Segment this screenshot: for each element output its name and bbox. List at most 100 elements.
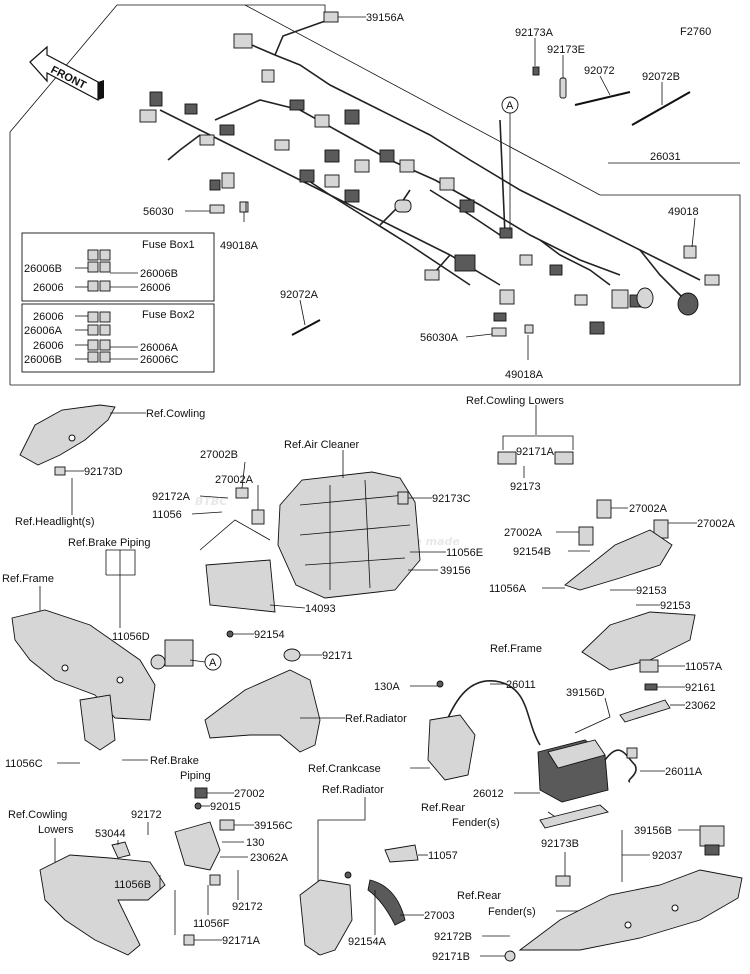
top-panel-border <box>9 4 326 385</box>
label-ref-brake-piping-mid2: Piping <box>180 770 211 782</box>
label-11056e: 11056E <box>446 547 483 559</box>
part-56030 <box>209 204 225 214</box>
label-ref-frame-left: Ref.Frame <box>2 573 54 585</box>
label-39156d: 39156D <box>566 687 605 699</box>
label-27003: 27003 <box>424 910 455 922</box>
label-92173: 92173 <box>510 481 541 493</box>
part-27002b <box>235 487 249 499</box>
front-arrow: FRONT <box>29 45 104 101</box>
label-39156c: 39156C <box>254 820 293 832</box>
label-11057a: 11057A <box>685 661 723 673</box>
part-23062 <box>619 699 671 723</box>
part-92171a-top-a <box>497 451 517 465</box>
label-ref-cowling: Ref.Cowling <box>146 408 205 420</box>
label-27002a-b: 27002A <box>629 503 668 515</box>
fuse-box1-title: Fuse Box1 <box>142 239 195 251</box>
label-92173d: 92173D <box>84 466 123 478</box>
label-11056b: 11056B <box>114 879 151 891</box>
fuse-box2-left-2: 26006 <box>33 340 64 352</box>
fuse-box2-left-3: 26006B <box>24 354 62 366</box>
callout-a-top-text: A <box>506 100 514 112</box>
label-92072: 92072 <box>584 65 615 77</box>
label-49018: 49018 <box>668 206 699 218</box>
ref-frame-left-shape <box>11 609 156 721</box>
ref-cowling-shape <box>19 404 116 466</box>
label-11057: 11057 <box>428 850 458 862</box>
label-27002a-d: 27002A <box>697 518 736 530</box>
part-39156c <box>219 819 235 831</box>
label-23062a: 23062A <box>250 852 289 864</box>
label-92153-b: 92153 <box>660 600 691 612</box>
part-92171a-top-b <box>554 451 574 465</box>
label-39156: 39156 <box>440 565 471 577</box>
label-26012: 26012 <box>473 788 504 800</box>
label-92072a: 92072A <box>280 289 319 301</box>
air-cleaner-details <box>299 479 411 590</box>
label-27002: 27002 <box>234 788 265 800</box>
callout-a-bottom-text: A <box>209 657 217 669</box>
top-leaders <box>185 16 740 360</box>
label-27002a-a: 27002A <box>215 474 254 486</box>
fuse-box1-left-1: 26006 <box>33 282 64 294</box>
label-ref-rear-fender-a2: Fender(s) <box>452 817 500 829</box>
label-26031: 26031 <box>650 151 681 163</box>
label-92173c: 92173C <box>432 493 471 505</box>
label-ref-headlight: Ref.Headlight(s) <box>15 516 94 528</box>
tie-92072b <box>631 91 691 126</box>
label-92153-a: 92153 <box>636 585 667 597</box>
fuse-box2-right-0: 26006A <box>140 342 179 354</box>
label-ref-air-cleaner: Ref.Air Cleaner <box>284 439 360 451</box>
bracket-23062a <box>174 821 221 871</box>
label-92173a: 92173A <box>515 27 554 39</box>
label-ref-cowling-lowers-bot2: Lowers <box>38 824 74 836</box>
label-92172a: 92172A <box>152 491 191 503</box>
part-56030a <box>491 327 507 337</box>
fuse-box2-title: Fuse Box2 <box>142 309 195 321</box>
label-92172b: 92172B <box>434 931 472 943</box>
label-11056a: 11056A <box>489 583 527 595</box>
label-92173e: 92173E <box>547 44 585 56</box>
label-92072b: 92072B <box>642 71 680 83</box>
label-14093: 14093 <box>305 603 336 615</box>
label-92171a-top: 92171A <box>516 446 555 458</box>
label-92161: 92161 <box>685 682 716 694</box>
part-49018a-top <box>239 201 247 213</box>
label-92154b: 92154B <box>513 546 551 558</box>
label-92173b: 92173B <box>541 838 579 850</box>
ref-radiator-b-shape <box>299 879 353 956</box>
label-92037: 92037 <box>652 850 683 862</box>
label-130: 130 <box>246 837 264 849</box>
label-ref-brake-piping-mid1: Ref.Brake <box>150 755 199 767</box>
crankcase-bracket <box>427 714 476 781</box>
label-ref-cowling-lowers-bot1: Ref.Cowling <box>8 809 67 821</box>
label-ref-brake-piping-top: Ref.Brake Piping <box>68 537 151 549</box>
fuse-box2-frame <box>21 303 215 373</box>
label-23062: 23062 <box>685 700 716 712</box>
label-11056: 11056 <box>152 509 182 521</box>
label-27002b: 27002B <box>200 449 238 461</box>
label-92172-a: 92172 <box>131 809 162 821</box>
air-cleaner-shape <box>277 471 421 599</box>
label-92154a: 92154A <box>348 936 387 948</box>
label-ref-radiator-b: Ref.Radiator <box>322 784 384 796</box>
label-26011a: 26011A <box>665 766 703 778</box>
part-14093 <box>205 559 276 613</box>
top-panel-border-right <box>10 4 741 386</box>
label-53044: 53044 <box>95 828 126 840</box>
label-11056d: 11056D <box>112 631 150 643</box>
part-27002 <box>194 787 208 799</box>
part-92171 <box>283 648 301 662</box>
watermark-brand: BTBC <box>195 495 227 508</box>
figure-code: F2760 <box>680 26 711 38</box>
label-39156a: 39156A <box>366 12 405 24</box>
label-92171b: 92171B <box>432 951 470 963</box>
main-wiring-harness <box>159 19 701 301</box>
ref-frame-right-shape <box>581 611 696 671</box>
part-27003 <box>367 879 406 926</box>
label-92171a: 92171A <box>222 935 261 947</box>
label-92172-b: 92172 <box>232 901 263 913</box>
label-56030a: 56030A <box>420 332 459 344</box>
label-ref-crankcase: Ref.Crankcase <box>308 763 381 775</box>
